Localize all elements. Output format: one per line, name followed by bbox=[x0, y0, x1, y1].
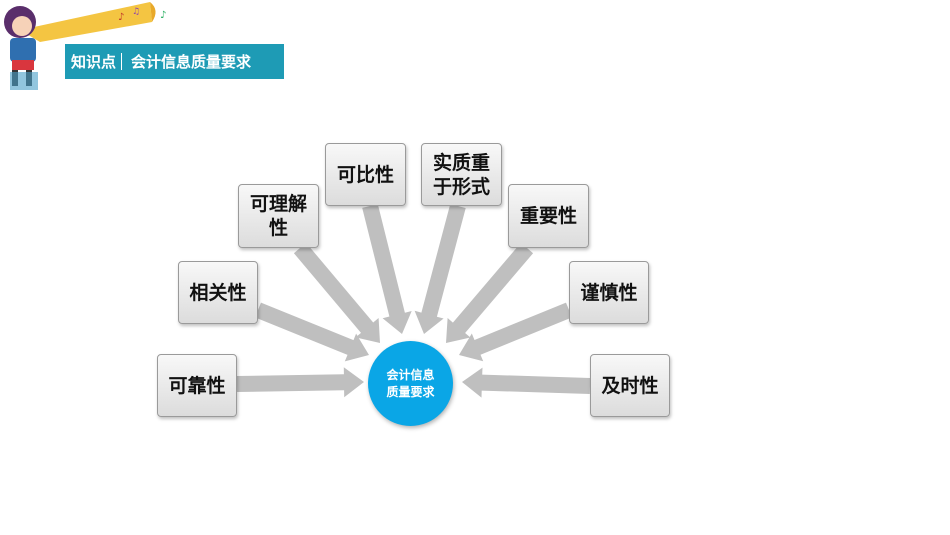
node-reliability: 可靠性 bbox=[157, 354, 237, 417]
section-title: 会计信息质量要求 bbox=[131, 53, 252, 71]
node-prudence: 谨慎性 bbox=[569, 261, 649, 324]
node-understandability: 可理解性 bbox=[238, 184, 319, 248]
arrow-4 bbox=[362, 204, 412, 334]
arrow-8 bbox=[462, 367, 591, 398]
arrow-6 bbox=[446, 242, 534, 343]
node-relevance: 相关性 bbox=[178, 261, 258, 324]
arrow-1 bbox=[236, 367, 364, 398]
title-separator bbox=[121, 53, 123, 70]
arrow-2 bbox=[255, 302, 369, 362]
node-comparability: 可比性 bbox=[325, 143, 406, 206]
svg-text:♪: ♪ bbox=[118, 12, 124, 23]
section-title-bar: 知识点 会计信息质量要求 bbox=[65, 44, 284, 79]
node-timeliness: 及时性 bbox=[590, 354, 670, 417]
cartoon-decoration: ♪ ♫ ♪ bbox=[4, 2, 166, 90]
node-materiality: 重要性 bbox=[508, 184, 589, 248]
arrow-5 bbox=[414, 203, 466, 334]
node-substance-over-form: 实质重于形式 bbox=[421, 143, 502, 206]
section-tag: 知识点 bbox=[71, 53, 117, 71]
svg-text:♫: ♫ bbox=[132, 7, 140, 17]
center-circle: 会计信息质量要求 bbox=[368, 341, 453, 426]
arrow-7 bbox=[459, 302, 572, 362]
arrow-3 bbox=[293, 242, 380, 343]
svg-text:♪: ♪ bbox=[160, 10, 166, 21]
